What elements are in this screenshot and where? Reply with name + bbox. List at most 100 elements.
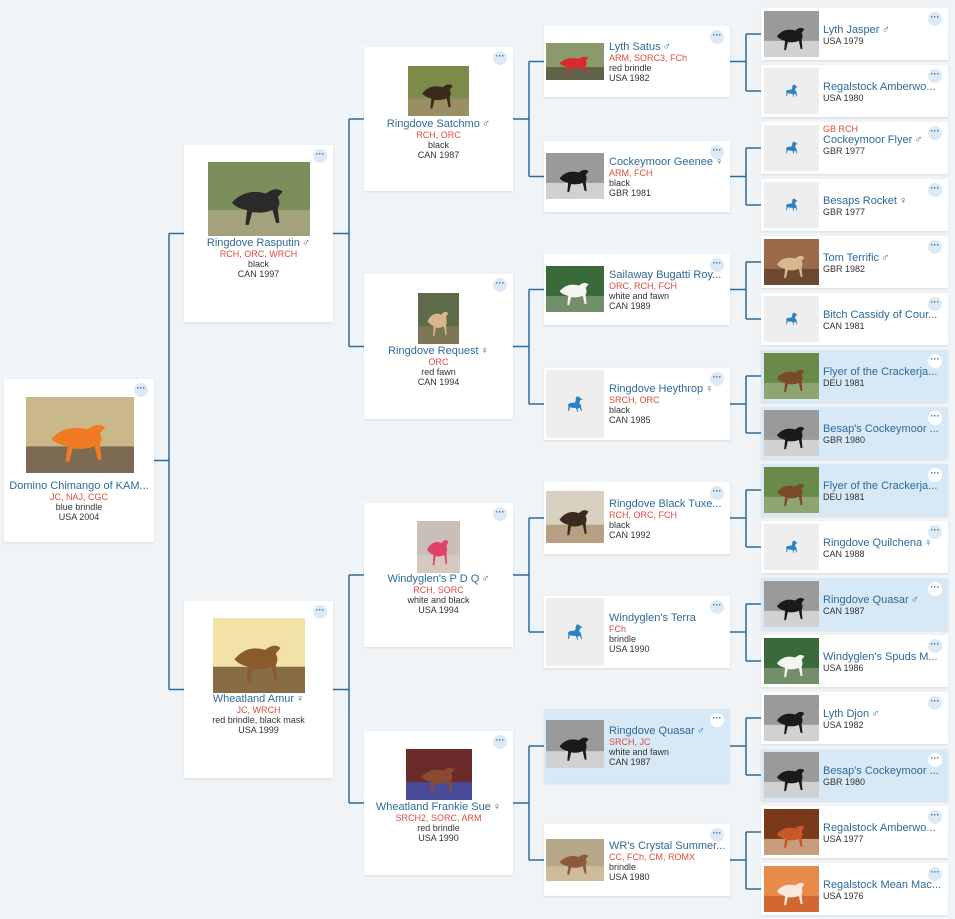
dog-name-row[interactable]: Flyer of the Crackerja... (823, 366, 943, 378)
dog-name[interactable]: WR's Crystal Summer... (609, 840, 726, 852)
dog-name[interactable]: Cockeymoor Geenee (609, 156, 713, 168)
more-options-button[interactable]: ··· (313, 605, 327, 619)
dog-name-row[interactable]: Ringdove Quilchena♀ (823, 537, 943, 549)
dog-name-row[interactable]: Sailaway Bugatti Roy... (609, 269, 726, 281)
dog-name[interactable]: Besap's Cockeymoor ... (823, 423, 939, 435)
dog-name[interactable]: Ringdove Rasputin (206, 237, 300, 249)
more-options-button[interactable]: ··· (710, 258, 724, 272)
dog-name[interactable]: Regalstock Amberwo... (823, 822, 936, 834)
dog-name-row[interactable]: Flyer of the Crackerja... (823, 480, 943, 492)
dog-name-row[interactable]: Regalstock Amberwo... (823, 81, 943, 93)
dog-name-row[interactable]: Ringdove Black Tuxe... (609, 498, 726, 510)
pedigree-card[interactable]: ···Regalstock Mean Mac...USA 1976 (761, 863, 948, 915)
dog-name[interactable]: Besaps Rocket (823, 195, 897, 207)
dog-name-row[interactable]: Ringdove Satchmo♂ (367, 118, 510, 130)
dog-photo[interactable] (764, 752, 819, 798)
pedigree-card[interactable]: ···Besap's Cockeymoor ...GBR 1980 (761, 407, 948, 459)
dog-name[interactable]: Wheatland Frankie Sue (375, 801, 491, 813)
dog-name[interactable]: Lyth Djon (823, 708, 870, 720)
dog-name[interactable]: Cockeymoor Flyer (823, 134, 913, 146)
dog-name[interactable]: Domino Chimango of KAM... (9, 480, 149, 492)
pedigree-card[interactable]: ···Ringdove Quilchena♀CAN 1988 (761, 521, 948, 573)
more-options-button[interactable]: ··· (928, 582, 942, 596)
dog-name[interactable]: Flyer of the Crackerja... (823, 366, 938, 378)
more-options-button[interactable]: ··· (710, 600, 724, 614)
dog-photo[interactable] (764, 581, 819, 627)
dog-photo[interactable] (764, 866, 819, 912)
dog-name[interactable]: Lyth Jasper (823, 24, 880, 36)
greyhound-silhouette-icon[interactable] (764, 125, 819, 171)
more-options-button[interactable]: ··· (710, 30, 724, 44)
pedigree-card[interactable]: ···Windyglen's Spuds M...USA 1986 (761, 635, 948, 687)
dog-name-row[interactable]: Cockeymoor Geenee♀ (609, 156, 726, 168)
pedigree-card[interactable]: ···Ringdove Quasar♂CAN 1987 (761, 578, 948, 630)
dog-name-row[interactable]: WR's Crystal Summer... (609, 840, 726, 852)
dog-name-row[interactable]: Besap's Cockeymoor ... (823, 765, 943, 777)
more-options-button[interactable]: ··· (710, 713, 724, 727)
dog-name[interactable]: Windyglen's Terra (609, 612, 696, 624)
dog-name-row[interactable]: Windyglen's Spuds M... (823, 651, 943, 663)
dog-name[interactable]: Windyglen's Spuds M... (823, 651, 938, 663)
pedigree-card[interactable]: ···Flyer of the Crackerja...DEU 1981 (761, 350, 948, 402)
dog-name-row[interactable]: Wheatland Amur♀ (187, 693, 330, 705)
dog-photo[interactable] (764, 638, 819, 684)
more-options-button[interactable]: ··· (928, 297, 942, 311)
dog-photo[interactable] (764, 353, 819, 399)
dog-photo[interactable] (213, 618, 305, 693)
dog-photo[interactable] (546, 720, 604, 768)
dog-photo[interactable] (546, 491, 604, 543)
more-options-button[interactable]: ··· (710, 145, 724, 159)
dog-name[interactable]: Sailaway Bugatti Roy... (609, 269, 722, 281)
dog-name-row[interactable]: Wheatland Frankie Sue♀ (367, 801, 510, 813)
dog-name[interactable]: Ringdove Heythrop (609, 383, 704, 395)
pedigree-card[interactable]: ···Domino Chimango of KAM...JC, NAJ, CGC… (4, 379, 154, 542)
dog-name[interactable]: Flyer of the Crackerja... (823, 480, 938, 492)
pedigree-card[interactable]: ···Besap's Cockeymoor ...GBR 1980 (761, 749, 948, 801)
dog-photo[interactable] (764, 239, 819, 285)
more-options-button[interactable]: ··· (710, 828, 724, 842)
more-options-button[interactable]: ··· (710, 372, 724, 386)
dog-name[interactable]: Regalstock Mean Mac... (823, 879, 941, 891)
more-options-button[interactable]: ··· (928, 240, 942, 254)
dog-name[interactable]: Tom Terrific (823, 252, 880, 264)
dog-name-row[interactable]: Domino Chimango of KAM... (7, 480, 151, 492)
greyhound-silhouette-icon[interactable] (764, 296, 819, 342)
dog-name-row[interactable]: Regalstock Amberwo... (823, 822, 943, 834)
more-options-button[interactable]: ··· (928, 696, 942, 710)
dog-name[interactable]: Bitch Cassidy of Cour... (823, 309, 938, 321)
dog-name[interactable]: Ringdove Satchmo (386, 118, 480, 130)
more-options-button[interactable]: ··· (928, 867, 942, 881)
dog-name-row[interactable]: Lyth Djon♂ (823, 708, 943, 720)
pedigree-card[interactable]: ···Regalstock Amberwo...USA 1980 (761, 65, 948, 117)
dog-photo[interactable] (406, 749, 472, 800)
more-options-button[interactable]: ··· (710, 486, 724, 500)
dog-photo[interactable] (546, 43, 604, 80)
more-options-button[interactable]: ··· (928, 639, 942, 653)
more-options-button[interactable]: ··· (928, 525, 942, 539)
dog-photo[interactable] (417, 521, 460, 573)
dog-name[interactable]: Ringdove Black Tuxe... (609, 498, 722, 510)
dog-name-row[interactable]: Ringdove Quasar♂ (609, 725, 726, 737)
dog-name[interactable]: Ringdove Request (388, 345, 479, 357)
more-options-button[interactable]: ··· (928, 354, 942, 368)
dog-name-row[interactable]: Besap's Cockeymoor ... (823, 423, 943, 435)
dog-name[interactable]: Lyth Satus (609, 41, 661, 53)
dog-photo[interactable] (546, 266, 604, 312)
dog-photo[interactable] (208, 162, 310, 236)
pedigree-card[interactable]: ···Lyth Djon♂USA 1982 (761, 692, 948, 744)
more-options-button[interactable]: ··· (928, 126, 942, 140)
dog-name[interactable]: Regalstock Amberwo... (823, 81, 936, 93)
more-options-button[interactable]: ··· (928, 810, 942, 824)
dog-photo[interactable] (418, 293, 459, 344)
dog-name-row[interactable]: Windyglen's Terra (609, 612, 726, 624)
